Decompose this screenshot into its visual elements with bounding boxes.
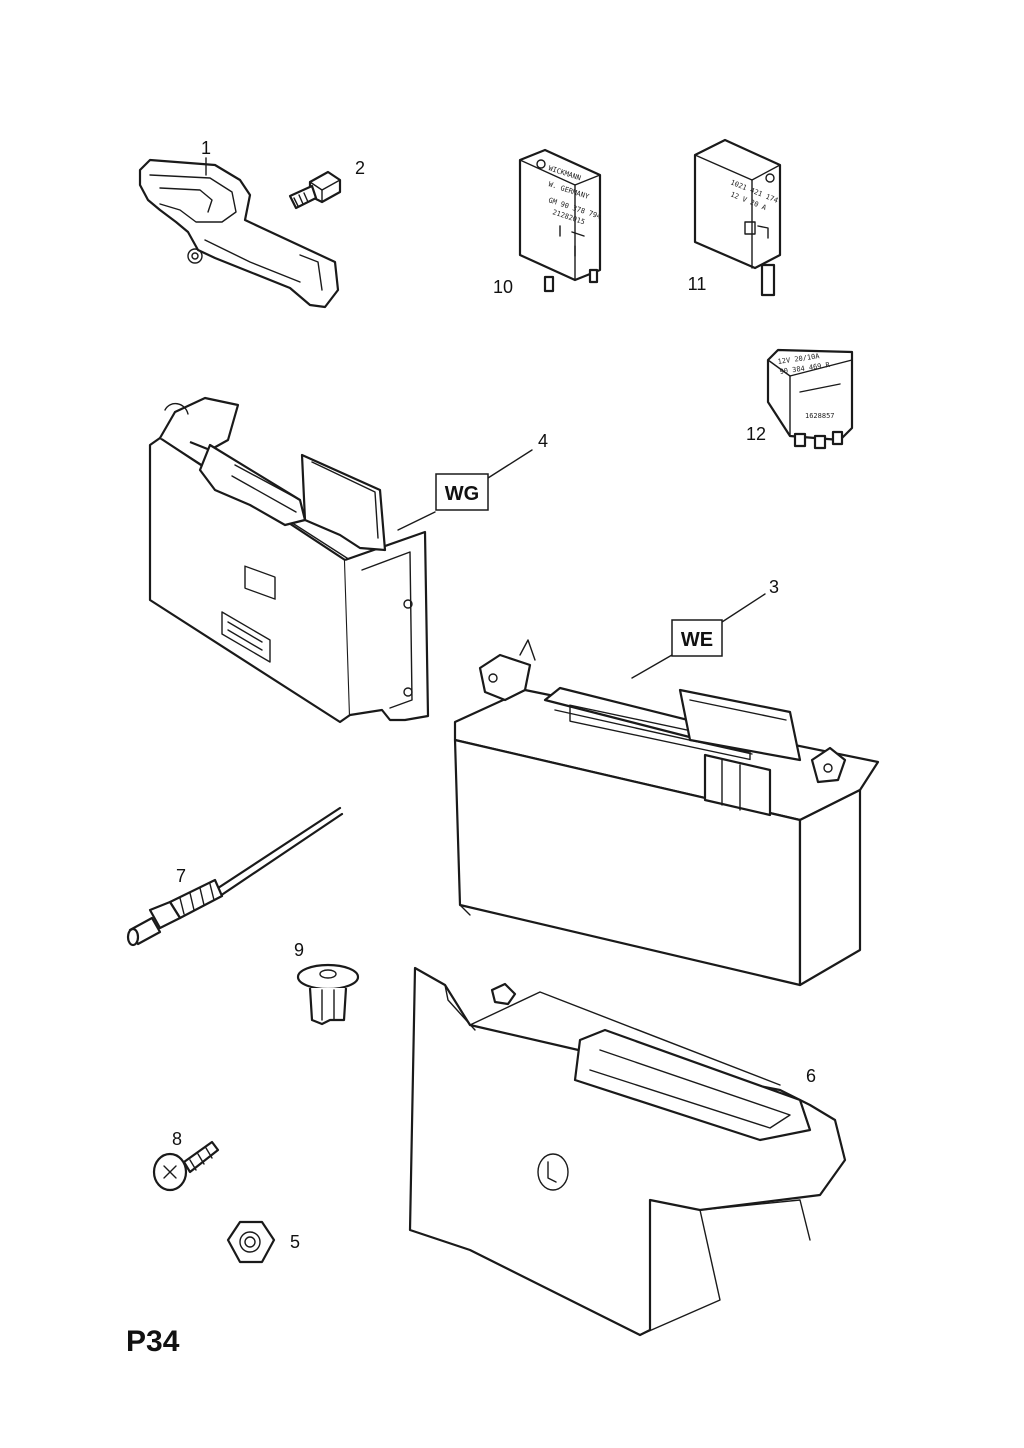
code-box-wg: WG bbox=[435, 473, 489, 511]
part-11-relay: 1021 421 174 12 V 20 A bbox=[693, 138, 782, 297]
part-8-screw bbox=[152, 1140, 220, 1192]
leader-3 bbox=[721, 593, 766, 623]
callout-4: 4 bbox=[538, 431, 548, 451]
part-10-relay: WICKMANN W. GERMANY GM 90 378 794 212820… bbox=[518, 148, 602, 293]
code-box-wg-label: WG bbox=[445, 483, 479, 505]
code-box-we: WE bbox=[671, 619, 723, 657]
callout-2: 2 bbox=[355, 158, 365, 178]
callout-8: 8 bbox=[172, 1129, 182, 1149]
part-9-clip bbox=[296, 963, 360, 1026]
page-code: P34 bbox=[126, 1325, 180, 1358]
part-1-bracket bbox=[138, 157, 340, 309]
callout-1: 1 bbox=[201, 138, 211, 158]
part-3-control-unit bbox=[453, 639, 880, 987]
callout-5: 5 bbox=[290, 1232, 300, 1252]
leader-we bbox=[631, 654, 673, 679]
leader-4 bbox=[487, 449, 533, 479]
callout-6: 6 bbox=[806, 1066, 816, 1086]
callout-12: 12 bbox=[746, 424, 766, 444]
code-box-we-label: WE bbox=[681, 629, 713, 651]
part-2-bolt bbox=[288, 170, 342, 210]
part-12-relay: 12V 20/10A 90 384 469 R 1628857 bbox=[766, 348, 854, 450]
leader-wg bbox=[397, 511, 436, 531]
callout-11: 11 bbox=[688, 274, 707, 294]
callout-7: 7 bbox=[176, 866, 186, 886]
relay12-code-text: 1628857 bbox=[805, 412, 835, 420]
part-7-cable-plug bbox=[126, 806, 344, 947]
callout-10: 10 bbox=[493, 277, 513, 297]
part-5-nut bbox=[226, 1220, 276, 1264]
leader-lines bbox=[397, 449, 766, 679]
part-6-cover bbox=[408, 966, 847, 1337]
callout-9: 9 bbox=[294, 940, 304, 960]
callout-3: 3 bbox=[769, 577, 779, 597]
part-4-control-unit bbox=[148, 396, 430, 724]
